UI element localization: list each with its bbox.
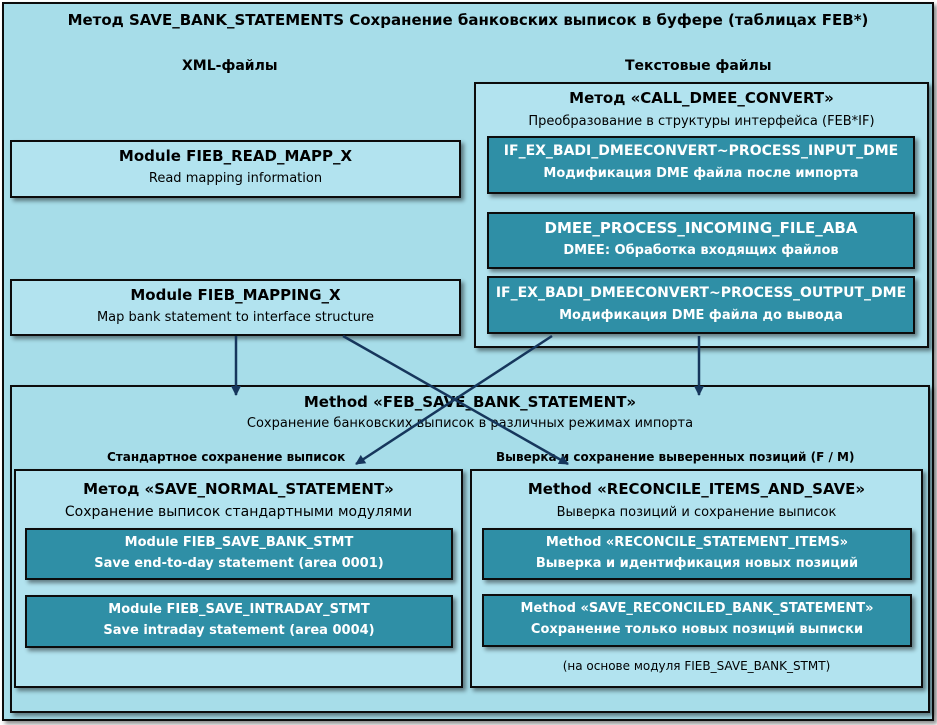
save-intraday-stmt-box: Module FIEB_SAVE_INTRADAY_STMT Save intr… — [25, 595, 453, 648]
save-normal-title: Метод «SAVE_NORMAL_STATEMENT» — [83, 480, 394, 498]
text-files-label: Текстовые файлы — [625, 58, 772, 74]
reconcile-note: (на основе модуля FIEB_SAVE_BANK_STMT) — [562, 659, 831, 673]
save-bank-stmt-box: Module FIEB_SAVE_BANK_STMT Save end-to-d… — [25, 528, 453, 580]
reconcile-statement-items-title: Method «RECONCILE_STATEMENT_ITEMS» — [545, 535, 849, 550]
reconcile-statement-items-box: Method «RECONCILE_STATEMENT_ITEMS» Вывер… — [482, 528, 912, 580]
save-bank-stmt-title: Module FIEB_SAVE_BANK_STMT — [124, 535, 354, 550]
reconcile-desc: Выверка позиций и сохранение выписок — [556, 505, 837, 520]
reconcile-title: Method «RECONCILE_ITEMS_AND_SAVE» — [527, 480, 866, 498]
incoming-file-aba-desc: DMEE: Обработка входящих файлов — [563, 243, 839, 258]
xml-files-label: XML-файлы — [182, 58, 278, 74]
read-mapp-title: Module FIEB_READ_MAPP_X — [118, 147, 353, 165]
mapping-desc: Map bank statement to interface structur… — [96, 310, 375, 325]
save-reconciled-statement-title: Method «SAVE_RECONCILED_BANK_STATEMENT» — [520, 601, 874, 616]
main-title: Метод SAVE_BANK_STATEMENTS Сохранение ба… — [67, 11, 869, 29]
reconcile-save-label: Выверка и сохранение выверенных позиций … — [496, 450, 855, 464]
save-intraday-stmt-desc: Save intraday statement (area 0004) — [103, 623, 375, 638]
incoming-file-aba-title: DMEE_PROCESS_INCOMING_FILE_ABA — [544, 219, 858, 237]
save-reconciled-statement-box: Method «SAVE_RECONCILED_BANK_STATEMENT» … — [482, 594, 912, 647]
process-output-dme-box: IF_EX_BADI_DMEECONVERT~PROCESS_OUTPUT_DM… — [487, 276, 915, 334]
standard-save-label: Стандартное сохранение выписок — [107, 450, 346, 464]
save-bank-stmt-desc: Save end-to-day statement (area 0001) — [94, 556, 384, 571]
mapping-box: Module FIEB_MAPPING_X Map bank statement… — [10, 279, 461, 336]
save-intraday-stmt-title: Module FIEB_SAVE_INTRADAY_STMT — [108, 602, 370, 617]
feb-save-title: Method «FEB_SAVE_BANK_STATEMENT» — [303, 393, 637, 411]
feb-save-desc: Сохранение банковских выписок в различны… — [246, 416, 694, 431]
save-reconciled-statement-desc: Сохранение только новых позиций выписки — [530, 622, 864, 637]
save-normal-desc: Сохранение выписок стандартными модулями — [64, 504, 413, 520]
process-input-dme-desc: Модификация DME файла после импорта — [543, 166, 859, 181]
process-input-dme-box: IF_EX_BADI_DMEECONVERT~PROCESS_INPUT_DME… — [487, 136, 915, 194]
reconcile-statement-items-desc: Выверка и идентификация новых позиций — [535, 556, 859, 571]
read-mapp-desc: Read mapping information — [148, 171, 323, 186]
call-dmee-convert-title: Метод «CALL_DMEE_CONVERT» — [569, 89, 834, 107]
process-output-dme-desc: Модификация DME файла до вывода — [559, 308, 843, 323]
mapping-title: Module FIEB_MAPPING_X — [130, 286, 341, 304]
call-dmee-convert-desc: Преобразование в структуры интерфейса (F… — [528, 114, 875, 129]
process-output-dme-title: IF_EX_BADI_DMEECONVERT~PROCESS_OUTPUT_DM… — [495, 285, 907, 301]
read-mapp-box: Module FIEB_READ_MAPP_X Read mapping inf… — [10, 140, 461, 198]
incoming-file-aba-box: DMEE_PROCESS_INCOMING_FILE_ABA DMEE: Обр… — [487, 212, 915, 269]
process-input-dme-title: IF_EX_BADI_DMEECONVERT~PROCESS_INPUT_DME — [503, 143, 899, 159]
